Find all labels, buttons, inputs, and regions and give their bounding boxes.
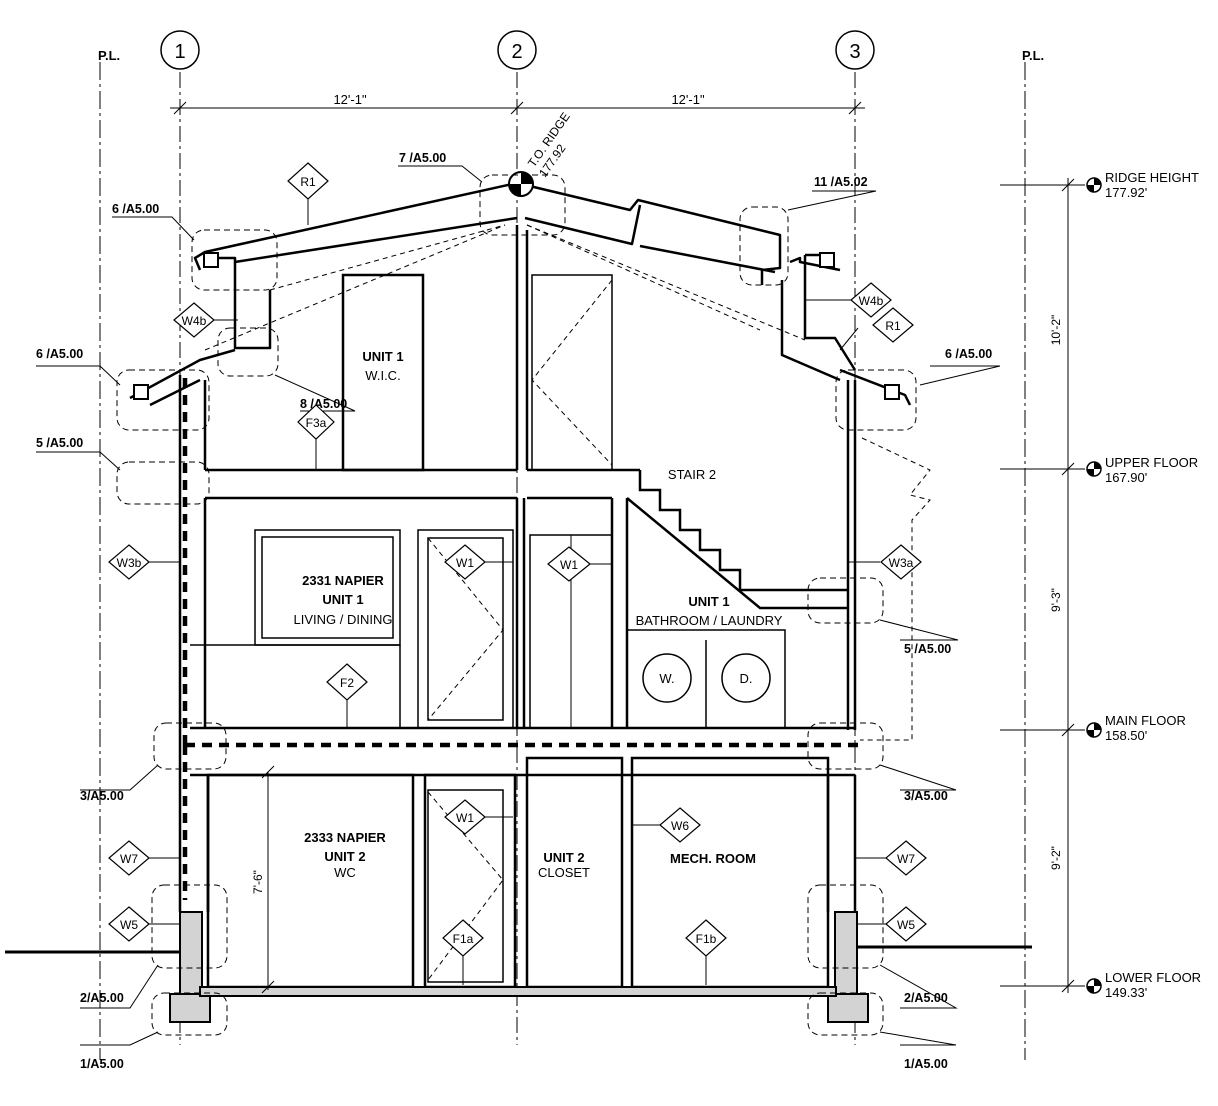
ref-2-a500-left: 2/A5.00 bbox=[80, 991, 124, 1005]
level-main-value: 158.50' bbox=[1105, 728, 1147, 743]
room-wc-unit: UNIT 2 bbox=[324, 849, 365, 864]
ref-6-a500-top: 6 /A5.00 bbox=[112, 202, 159, 216]
room-mech: MECH. ROOM bbox=[670, 851, 756, 866]
tag-w1-bath: W1 bbox=[560, 558, 578, 572]
level-upper-name: UPPER FLOOR bbox=[1105, 455, 1198, 470]
callout-leaders bbox=[36, 165, 1001, 1046]
tag-w5-right: W5 bbox=[897, 918, 915, 932]
dim-lower: 9'-2" bbox=[1049, 846, 1063, 870]
grid-bubble-1: 1 bbox=[174, 41, 185, 63]
tag-w7-left: W7 bbox=[120, 852, 138, 866]
room-wc-name: WC bbox=[334, 865, 356, 880]
room-bath-unit: UNIT 1 bbox=[688, 594, 729, 609]
ref-6-a500-left: 6 /A5.00 bbox=[36, 347, 83, 361]
level-ridge-value: 177.92' bbox=[1105, 185, 1147, 200]
ref-5-a500-left: 5 /A5.00 bbox=[36, 436, 83, 450]
ref-2-a500-right: 2/A5.00 bbox=[904, 991, 948, 1005]
gutters bbox=[133, 252, 900, 400]
tag-w4b-left: W4b bbox=[182, 314, 207, 328]
tag-w1-wc: W1 bbox=[456, 811, 474, 825]
ref-1-a500-right: 1/A5.00 bbox=[904, 1057, 948, 1071]
dim-middle: 9'-3" bbox=[1049, 588, 1063, 612]
ref-8-a500: 8 /A5.00 bbox=[300, 397, 347, 411]
level-upper-value: 167.90' bbox=[1105, 470, 1147, 485]
tag-w7-right: W7 bbox=[897, 852, 915, 866]
tag-w1-living: W1 bbox=[456, 556, 474, 570]
ridge-marker bbox=[508, 171, 534, 197]
walls bbox=[178, 225, 857, 989]
laundry-units bbox=[626, 629, 786, 729]
room-wc-address: 2333 NAPIER bbox=[304, 830, 386, 845]
span-left-dimension: 12'-1" bbox=[333, 92, 367, 107]
room-wic-unit: UNIT 1 bbox=[362, 349, 403, 364]
ref-6-a500-right: 6 /A5.00 bbox=[945, 347, 992, 361]
level-ridge-name: RIDGE HEIGHT bbox=[1105, 170, 1199, 185]
ref-3-a500-right: 3/A5.00 bbox=[904, 789, 948, 803]
living-window bbox=[190, 529, 401, 728]
span-dimension bbox=[170, 101, 865, 115]
door-upper-closet bbox=[531, 274, 613, 471]
room-living-unit: UNIT 1 bbox=[322, 592, 363, 607]
ref-5-a500-right: 5 /A5.00 bbox=[904, 642, 951, 656]
tag-leaders bbox=[148, 198, 886, 985]
level-symbols bbox=[1086, 177, 1102, 994]
span-right-dimension: 12'-1" bbox=[671, 92, 705, 107]
level-lines bbox=[1000, 178, 1085, 993]
hidden-lines bbox=[204, 224, 931, 741]
ref-1-a500-left: 1/A5.00 bbox=[80, 1057, 124, 1071]
grid-bubbles bbox=[160, 30, 875, 70]
tag-f1b: F1b bbox=[696, 932, 717, 946]
dim-upper: 10'-2" bbox=[1049, 315, 1063, 346]
property-line-right-label: P.L. bbox=[1022, 48, 1044, 63]
room-stair: STAIR 2 bbox=[668, 467, 716, 482]
insulation-line bbox=[182, 378, 862, 900]
detail-bubbles bbox=[116, 174, 917, 1036]
wc-height-label: 7'-6" bbox=[251, 870, 265, 894]
property-line-left-label: P.L. bbox=[98, 48, 120, 63]
tag-diamonds bbox=[108, 162, 927, 957]
room-bath-name: BATHROOM / LAUNDRY bbox=[636, 613, 783, 628]
room-wic-name: W.I.C. bbox=[365, 368, 400, 383]
tag-f2: F2 bbox=[340, 676, 354, 690]
washer-label: W. bbox=[659, 671, 674, 686]
tag-r1-top: R1 bbox=[300, 175, 316, 189]
room-living-address: 2331 NAPIER bbox=[302, 573, 384, 588]
tag-w6: W6 bbox=[671, 819, 689, 833]
tag-f3a: F3a bbox=[306, 416, 327, 430]
ref-7-a500: 7 /A5.00 bbox=[399, 151, 446, 165]
ref-3-a500-left: 3/A5.00 bbox=[80, 789, 124, 803]
room-living-name: LIVING / DINING bbox=[294, 612, 393, 627]
grid-bubble-2: 2 bbox=[511, 41, 522, 63]
level-lower-value: 149.33' bbox=[1105, 985, 1147, 1000]
property-lines bbox=[99, 62, 1026, 1060]
room-closet-unit: UNIT 2 bbox=[543, 850, 584, 865]
tag-w3b: W3b bbox=[117, 556, 142, 570]
room-closet-name: CLOSET bbox=[538, 865, 590, 880]
grade-lines bbox=[5, 945, 1032, 954]
tag-f1a: F1a bbox=[453, 932, 474, 946]
roof bbox=[129, 181, 912, 407]
ref-11-a502: 11 /A5.02 bbox=[814, 175, 868, 189]
tag-w5-left: W5 bbox=[120, 918, 138, 932]
dryer-label: D. bbox=[740, 671, 753, 686]
level-lower-name: LOWER FLOOR bbox=[1105, 970, 1201, 985]
level-main-name: MAIN FLOOR bbox=[1105, 713, 1186, 728]
tag-w4b-right: W4b bbox=[859, 294, 884, 308]
tag-w3a: W3a bbox=[889, 556, 914, 570]
tag-r1-right: R1 bbox=[885, 319, 901, 333]
grid-bubble-3: 3 bbox=[849, 41, 860, 63]
foundation bbox=[169, 911, 869, 1023]
wc-height-dimension bbox=[261, 765, 275, 994]
